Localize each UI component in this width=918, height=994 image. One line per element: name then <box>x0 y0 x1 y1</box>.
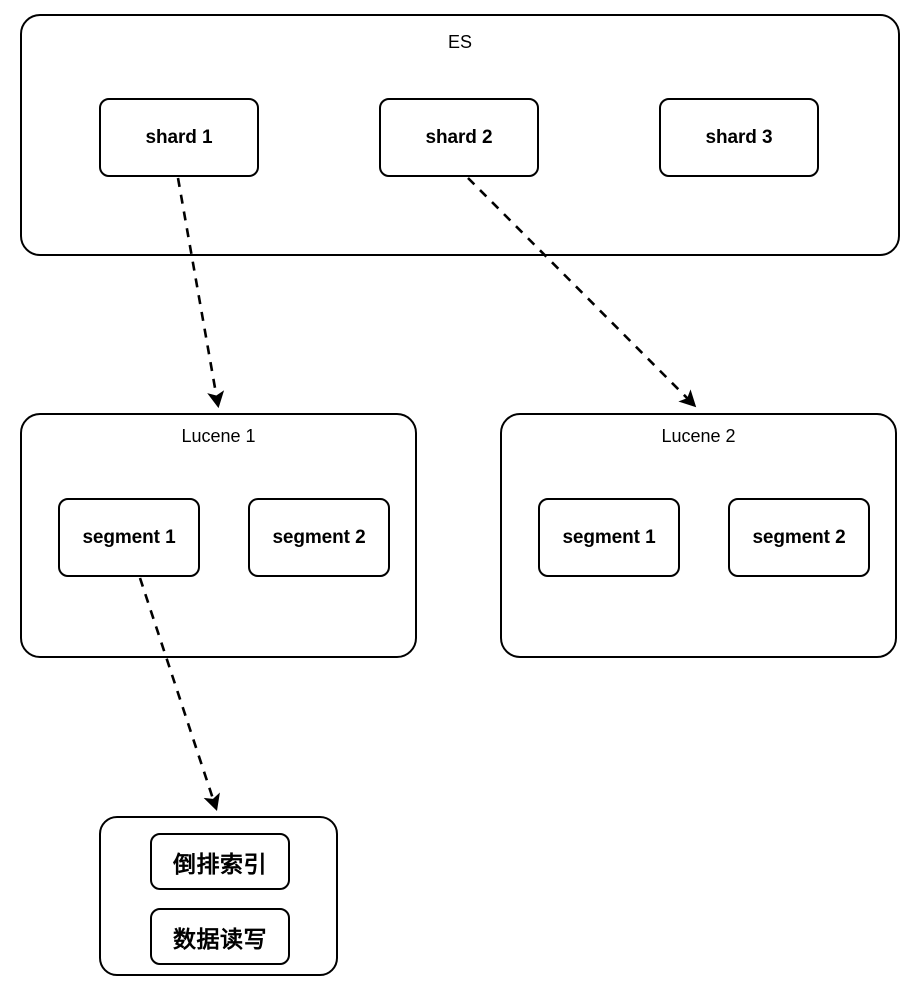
node-lucene2-segment-2[interactable]: segment 2 <box>728 498 870 577</box>
node-shard-3-label: shard 3 <box>705 126 773 148</box>
node-inverted-index-label: 倒排索引 <box>173 850 267 877</box>
node-lucene1-segment-2[interactable]: segment 2 <box>248 498 390 577</box>
node-shard-1-label: shard 1 <box>145 126 213 148</box>
container-lucene-1-label: Lucene 1 <box>181 426 256 446</box>
node-lucene1-segment-2-label: segment 2 <box>272 526 366 548</box>
node-shard-3[interactable]: shard 3 <box>659 98 819 177</box>
node-data-read-write-label: 数据读写 <box>173 925 267 952</box>
node-shard-2[interactable]: shard 2 <box>379 98 539 177</box>
node-lucene2-segment-1[interactable]: segment 1 <box>538 498 680 577</box>
node-shard-2-label: shard 2 <box>425 126 493 148</box>
node-data-read-write[interactable]: 数据读写 <box>150 908 290 965</box>
node-inverted-index[interactable]: 倒排索引 <box>150 833 290 890</box>
node-lucene2-segment-2-label: segment 2 <box>752 526 846 548</box>
node-shard-1[interactable]: shard 1 <box>99 98 259 177</box>
node-lucene1-segment-1-label: segment 1 <box>82 526 176 548</box>
node-lucene2-segment-1-label: segment 1 <box>562 526 656 548</box>
container-es-label: ES <box>447 32 472 52</box>
node-lucene1-segment-1[interactable]: segment 1 <box>58 498 200 577</box>
container-lucene-2-label: Lucene 2 <box>661 426 736 446</box>
